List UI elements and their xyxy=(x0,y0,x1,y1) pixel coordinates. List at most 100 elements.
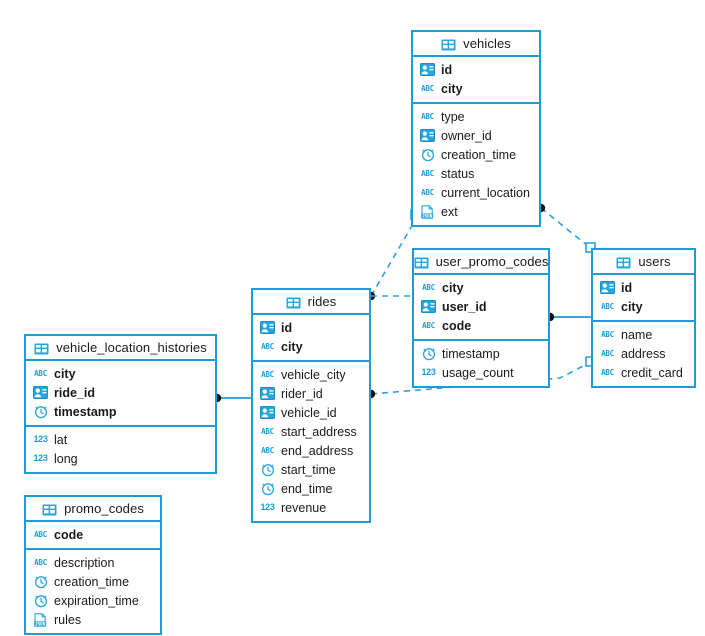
column-end_time[interactable]: end_time xyxy=(253,479,369,498)
table-header-vehicle_location_histories[interactable]: vehicle_location_histories xyxy=(26,336,215,361)
table-grid-icon xyxy=(414,256,429,268)
primary-key-column-ride_id[interactable]: ride_id xyxy=(26,383,215,402)
primary-key-column-id[interactable]: id xyxy=(593,278,694,297)
column-name: end_time xyxy=(281,481,333,496)
column-name: city xyxy=(442,280,464,295)
column-name: id xyxy=(441,62,453,77)
column-start_time[interactable]: start_time xyxy=(253,460,369,479)
column-name: ext xyxy=(441,204,458,219)
primary-key-column-timestamp[interactable]: timestamp xyxy=(26,402,215,421)
table-header-rides[interactable]: rides xyxy=(253,290,369,315)
column-name: usage_count xyxy=(442,365,514,380)
id-card-icon xyxy=(420,129,435,143)
column-name: city xyxy=(621,299,643,314)
clock-icon xyxy=(33,594,48,608)
column-ext[interactable]: JSON ext xyxy=(413,202,539,221)
abc-icon: ABC xyxy=(601,329,614,339)
column-current_location[interactable]: ABC current_location xyxy=(413,183,539,202)
table-header-promo_codes[interactable]: promo_codes xyxy=(26,497,160,522)
column-creation_time[interactable]: creation_time xyxy=(413,145,539,164)
column-name: type xyxy=(441,109,465,124)
column-name: code xyxy=(54,527,84,542)
id-card-icon xyxy=(421,300,436,314)
primary-key-column-code[interactable]: ABC code xyxy=(26,525,160,544)
column-vehicle_id[interactable]: vehicle_id xyxy=(253,403,369,422)
edge-user-promo-codes-to-users[interactable] xyxy=(545,312,591,322)
json-file-icon: JSON xyxy=(33,612,48,627)
table-header-users[interactable]: users xyxy=(593,250,694,275)
123-icon: 123 xyxy=(260,502,275,512)
id-card-icon xyxy=(33,386,48,400)
column-name: end_address xyxy=(281,443,354,458)
primary-key-column-user_id[interactable]: user_id xyxy=(414,297,548,316)
abc-icon: ABC xyxy=(261,369,274,379)
abc-icon: ABC xyxy=(34,557,47,567)
column-timestamp[interactable]: timestamp xyxy=(414,344,548,363)
column-name: city xyxy=(54,366,76,381)
column-rider_id[interactable]: rider_id xyxy=(253,384,369,403)
column-name: vehicle_city xyxy=(281,367,346,382)
clock-icon xyxy=(420,148,435,162)
table-grid-icon xyxy=(42,503,57,515)
edge-vehicle-location-histories-to-rides[interactable] xyxy=(212,393,251,403)
table-header-vehicles[interactable]: vehicles xyxy=(413,32,539,57)
svg-text:JSON: JSON xyxy=(422,213,433,218)
column-name: start_address xyxy=(281,424,357,439)
column-name[interactable]: ABC name xyxy=(593,325,694,344)
id-card-icon xyxy=(260,321,275,335)
column-owner_id[interactable]: owner_id xyxy=(413,126,539,145)
column-name: name xyxy=(621,327,653,342)
column-expiration_time[interactable]: expiration_time xyxy=(26,591,160,610)
primary-key-column-id[interactable]: id xyxy=(413,60,539,79)
abc-icon: ABC xyxy=(261,445,274,455)
column-vehicle_city[interactable]: ABC vehicle_city xyxy=(253,365,369,384)
column-name: current_location xyxy=(441,185,530,200)
column-creation_time[interactable]: creation_time xyxy=(26,572,160,591)
abc-icon: ABC xyxy=(34,529,47,539)
column-name: city xyxy=(281,339,303,354)
column-end_address[interactable]: ABC end_address xyxy=(253,441,369,460)
abc-icon: ABC xyxy=(421,187,434,197)
column-name: lat xyxy=(54,432,68,447)
clock-icon xyxy=(33,575,48,589)
clock-icon xyxy=(260,463,275,477)
table-header-user_promo_codes[interactable]: user_promo_codes xyxy=(414,250,548,275)
edge-vehicles-to-users[interactable] xyxy=(536,203,596,253)
primary-key-column-id[interactable]: id xyxy=(253,318,369,337)
table-grid-icon xyxy=(34,342,49,354)
table-title: user_promo_codes xyxy=(435,254,549,269)
